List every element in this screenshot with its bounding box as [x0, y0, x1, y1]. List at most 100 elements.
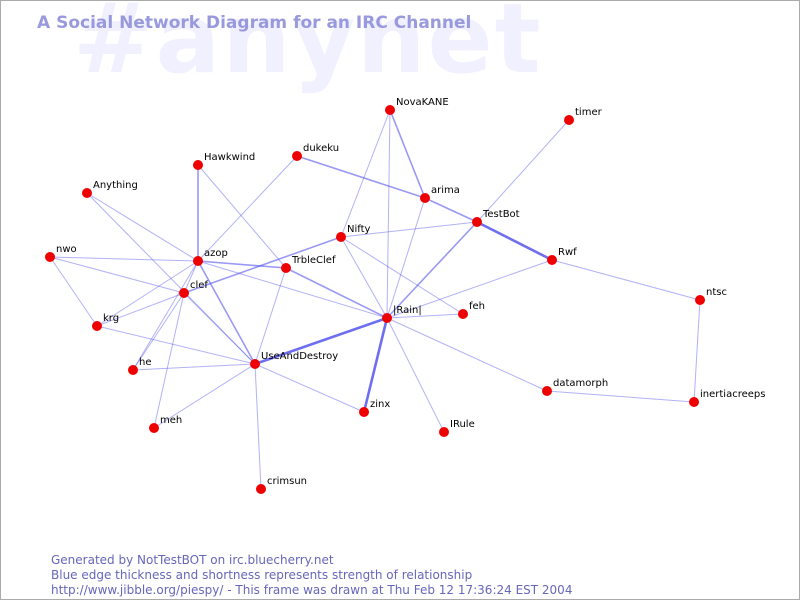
edge-rwf-rain — [386, 259, 553, 319]
node-dot-testbot — [472, 217, 482, 227]
node-label-he: he — [139, 357, 152, 368]
edge-datamorph-inertiacreeps — [546, 390, 695, 403]
node-testbot: TestBot — [472, 209, 520, 227]
edge-timer-testbot — [476, 119, 570, 223]
node-zinx: zinx — [359, 399, 390, 417]
edge-rain-irule — [386, 317, 445, 433]
node-label-timer: timer — [575, 107, 603, 118]
node-arima: arima — [420, 185, 460, 203]
node-dot-crimsun — [256, 484, 266, 494]
node-label-rwf: Rwf — [558, 247, 577, 258]
node-irule: IRule — [439, 419, 475, 437]
edge-he-useanddestroy — [132, 363, 256, 371]
node-dot-inertiacreeps — [689, 397, 699, 407]
edge-useanddestroy-trbleclef — [254, 267, 287, 365]
node-dot-useanddestroy — [250, 359, 260, 369]
edge-rain-testbot — [386, 221, 478, 319]
edge-rain-datamorph — [386, 317, 548, 392]
edge-layer — [49, 109, 701, 490]
node-trbleclef: TrbleClef — [281, 255, 336, 273]
edge-azop-clef — [183, 260, 199, 294]
footer: Generated by NotTestBOT on irc.bluecherr… — [51, 553, 572, 598]
node-label-azop: azop — [204, 248, 228, 259]
edge-azop-krg — [96, 260, 199, 327]
node-krg: krg — [92, 313, 119, 331]
node-label-feh: feh — [469, 301, 485, 312]
node-dot-datamorph — [542, 386, 552, 396]
channel-watermark: #anynet — [73, 0, 543, 95]
node-label-trbleclef: TrbleClef — [291, 255, 336, 266]
node-dot-timer — [564, 115, 574, 125]
node-label-zinx: zinx — [370, 399, 390, 410]
edge-azop-rain — [197, 260, 388, 319]
node-label-testbot: TestBot — [482, 209, 520, 220]
node-he: he — [128, 357, 152, 375]
node-label-nwo: nwo — [56, 244, 77, 255]
edge-rain-feh — [386, 313, 464, 319]
node-label-irule: IRule — [450, 419, 475, 430]
node-dot-he — [128, 365, 138, 375]
node-nwo: nwo — [45, 244, 77, 262]
edge-useanddestroy-crimsun — [254, 363, 262, 490]
node-rwf: Rwf — [547, 247, 577, 265]
edge-anything-azop — [86, 192, 199, 262]
edge-rwf-ntsc — [551, 259, 701, 301]
edge-krg-useanddestroy — [96, 325, 256, 365]
node-label-clef: clef — [190, 280, 208, 291]
node-dot-ntsc — [695, 295, 705, 305]
edge-arima-testbot — [424, 197, 478, 223]
edge-novakane-nifty — [340, 109, 391, 238]
node-rain: |Rain| — [382, 305, 422, 323]
node-dot-trbleclef — [281, 263, 291, 273]
edge-ntsc-inertiacreeps — [693, 299, 701, 403]
node-hawkwind: Hawkwind — [193, 152, 255, 170]
node-dot-meh — [149, 423, 159, 433]
edge-clef-krg — [96, 292, 185, 327]
node-dot-rain — [382, 313, 392, 323]
edge-clef-he — [132, 292, 185, 371]
footer-legend-line: Blue edge thickness and shortness repres… — [51, 568, 473, 582]
node-label-meh: meh — [160, 415, 182, 426]
edge-azop-useanddestroy — [197, 260, 256, 365]
node-label-novakane: NovaKANE — [396, 97, 449, 108]
node-label-ntsc: ntsc — [706, 287, 727, 298]
node-label-nifty: Nifty — [347, 224, 371, 235]
node-useanddestroy: UseAndDestroy — [250, 351, 338, 369]
edge-dukeku-azop — [197, 155, 298, 262]
edge-nwo-krg — [49, 256, 98, 327]
node-novakane: NovaKANE — [385, 97, 449, 115]
edge-novakane-arima — [389, 109, 426, 199]
edge-nifty-testbot — [340, 221, 478, 238]
diagram-title: A Social Network Diagram for an IRC Chan… — [37, 13, 472, 33]
node-dot-nifty — [336, 232, 346, 242]
edge-hawkwind-trbleclef — [197, 164, 287, 269]
node-dot-anything — [82, 188, 92, 198]
edge-testbot-rwf — [476, 220, 553, 262]
node-dot-nwo — [45, 252, 55, 262]
node-dot-azop — [193, 256, 203, 266]
node-dot-clef — [179, 288, 189, 298]
node-nifty: Nifty — [336, 224, 371, 242]
node-datamorph: datamorph — [542, 378, 608, 396]
node-dot-hawkwind — [193, 160, 203, 170]
node-dot-dukeku — [292, 151, 302, 161]
node-label-dukeku: dukeku — [303, 143, 339, 154]
node-dot-irule — [439, 427, 449, 437]
node-crimsun: crimsun — [256, 476, 307, 494]
edge-trbleclef-rain — [285, 267, 388, 319]
edge-clef-useanddestroy — [183, 292, 256, 365]
edge-nifty-rain — [340, 236, 388, 319]
node-label-rain: |Rain| — [393, 305, 422, 316]
node-label-arima: arima — [431, 185, 460, 196]
node-label-inertiacreeps: inertiacreeps — [700, 389, 765, 400]
node-label-useanddestroy: UseAndDestroy — [261, 351, 338, 362]
edge-nwo-azop — [49, 256, 199, 262]
edge-clef-meh — [153, 292, 185, 429]
edge-arima-rain — [386, 197, 426, 319]
node-ntsc: ntsc — [695, 287, 727, 305]
node-dot-novakane — [385, 105, 395, 115]
edge-nifty-feh — [340, 236, 464, 315]
edge-azop-he — [132, 260, 199, 371]
node-label-hawkwind: Hawkwind — [204, 152, 255, 163]
